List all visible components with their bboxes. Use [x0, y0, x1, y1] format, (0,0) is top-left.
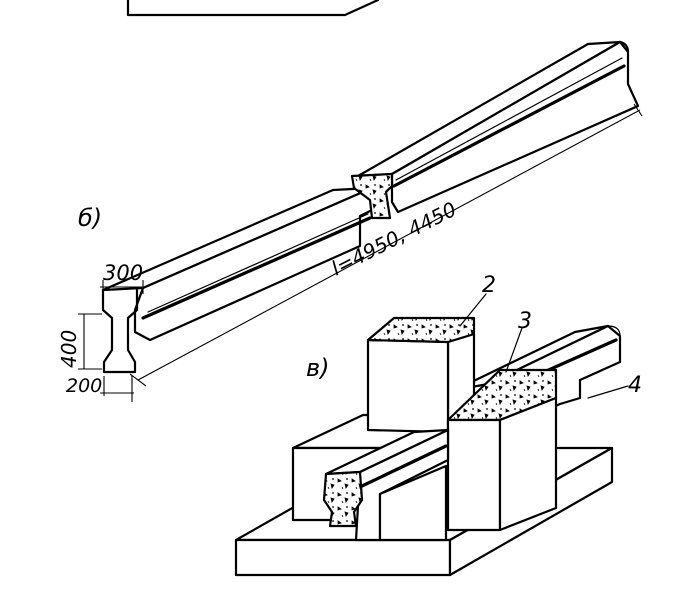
base-plate-front: [234, 538, 452, 577]
right-beam-side-face: [390, 40, 640, 214]
dim-base-label: 200: [66, 375, 102, 397]
dimensions-b: [78, 103, 643, 402]
previous-figure-fragment: [126, 0, 380, 17]
column-front: [366, 338, 450, 434]
dim-width-label: 300: [103, 261, 143, 285]
front-rail-support: [378, 464, 448, 542]
beam-assembly-b: [101, 40, 640, 374]
label-part-v: в): [306, 354, 330, 382]
middle-block-front: [446, 418, 502, 532]
middle-block-side: [498, 396, 558, 532]
joint-concrete: [350, 172, 394, 220]
assembly-v: [234, 293, 629, 577]
callout-3-label: 3: [518, 309, 532, 334]
callout-4-label: 4: [628, 373, 642, 398]
column-top-concrete: [366, 316, 476, 344]
beam-end-profile: [101, 288, 139, 374]
callout-2-label: 2: [482, 273, 496, 298]
dim-height-label: 400: [57, 330, 81, 368]
label-part-b: б): [78, 204, 102, 232]
front-rail-end-section: [322, 470, 364, 528]
